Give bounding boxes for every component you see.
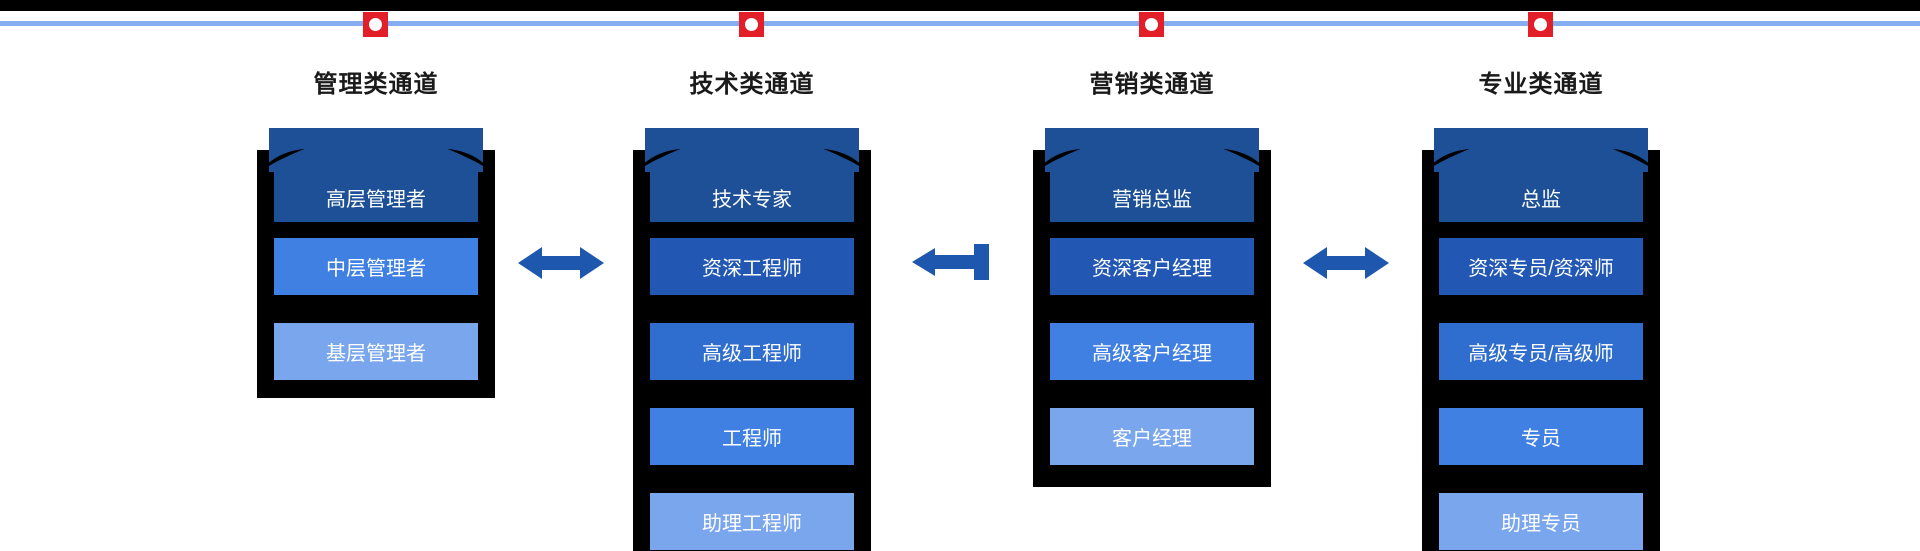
career-channel: 营销类通道 营销总监资深客户经理高级客户经理客户经理 (1032, 0, 1272, 551)
career-level-box: 工程师 (650, 408, 854, 465)
left-arrow-with-bar-icon (912, 244, 989, 280)
ribbon-fold-right-icon (1612, 148, 1657, 172)
career-channel: 管理类通道 高层管理者中层管理者基层管理者 (256, 0, 496, 551)
timeline-node-dot-icon (1145, 18, 1158, 31)
career-level-box: 高级客户经理 (1050, 323, 1254, 380)
double-headed-arrow-icon (1303, 247, 1389, 279)
ribbon-fold-right-icon (823, 148, 868, 172)
career-level-box: 中层管理者 (274, 238, 478, 295)
career-level-box: 基层管理者 (274, 323, 478, 380)
timeline-node-icon (363, 12, 388, 37)
ribbon-fold-right-icon (1223, 148, 1268, 172)
career-level-box: 技术专家 (650, 172, 854, 222)
channel-title: 营销类通道 (1089, 71, 1215, 98)
ribbon-fold-left-icon (260, 148, 305, 172)
career-level-box: 高层管理者 (274, 172, 478, 222)
timeline-node-dot-icon (745, 18, 758, 31)
career-level-box: 高级工程师 (650, 323, 854, 380)
ribbon-fold-left-icon (636, 148, 681, 172)
timeline-node-icon (1139, 12, 1164, 37)
career-level-box: 资深工程师 (650, 238, 854, 295)
timeline-node-dot-icon (1534, 18, 1547, 31)
channel-banner (1434, 128, 1648, 172)
career-level-box: 资深专员/资深师 (1439, 238, 1643, 295)
career-level-box: 总监 (1439, 172, 1643, 222)
career-level-box: 助理专员 (1439, 493, 1643, 550)
timeline-rule (0, 21, 1920, 26)
career-level-box: 专员 (1439, 408, 1643, 465)
career-level-box: 高级专员/高级师 (1439, 323, 1643, 380)
ribbon-fold-left-icon (1425, 148, 1470, 172)
timeline-node-icon (1528, 12, 1553, 37)
career-level-box: 助理工程师 (650, 493, 854, 550)
channel-banner (269, 128, 483, 172)
channel-title: 专业类通道 (1478, 71, 1604, 98)
career-level-box: 客户经理 (1050, 408, 1254, 465)
ribbon-fold-right-icon (447, 148, 492, 172)
channel-banner (1045, 128, 1259, 172)
channel-banner (645, 128, 859, 172)
ribbon-fold-left-icon (1036, 148, 1081, 172)
career-channel: 技术类通道 技术专家资深工程师高级工程师工程师助理工程师 (632, 0, 872, 551)
career-level-box: 资深客户经理 (1050, 238, 1254, 295)
timeline-node-dot-icon (369, 18, 382, 31)
double-headed-arrow-icon (518, 247, 604, 279)
channel-title: 管理类通道 (313, 71, 439, 98)
channel-title: 技术类通道 (689, 71, 815, 98)
career-level-box: 营销总监 (1050, 172, 1254, 222)
top-black-bar (0, 0, 1920, 11)
career-channel: 专业类通道 总监资深专员/资深师高级专员/高级师专员助理专员 (1421, 0, 1661, 551)
timeline-node-icon (739, 12, 764, 37)
